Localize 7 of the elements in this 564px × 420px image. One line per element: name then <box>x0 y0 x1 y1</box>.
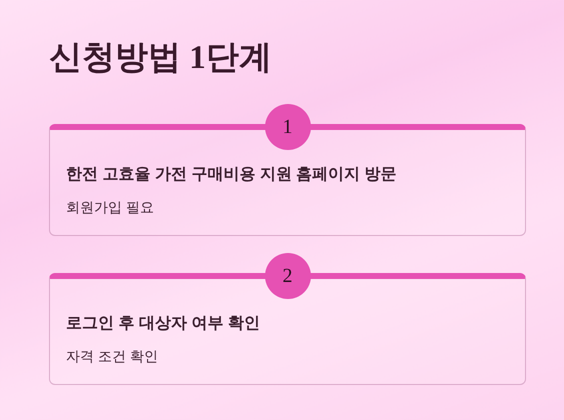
step-title: 한전 고효율 가전 구매비용 지원 홈페이지 방문 <box>66 165 397 185</box>
step-title: 로그인 후 대상자 여부 확인 <box>66 314 260 334</box>
step-number: 1 <box>264 104 310 150</box>
page-title: 신청방법 1단계 <box>49 39 272 78</box>
step-description: 회원가입 필요 <box>66 198 154 217</box>
step-number: 2 <box>264 253 310 299</box>
step-description: 자격 조건 확인 <box>66 347 158 366</box>
